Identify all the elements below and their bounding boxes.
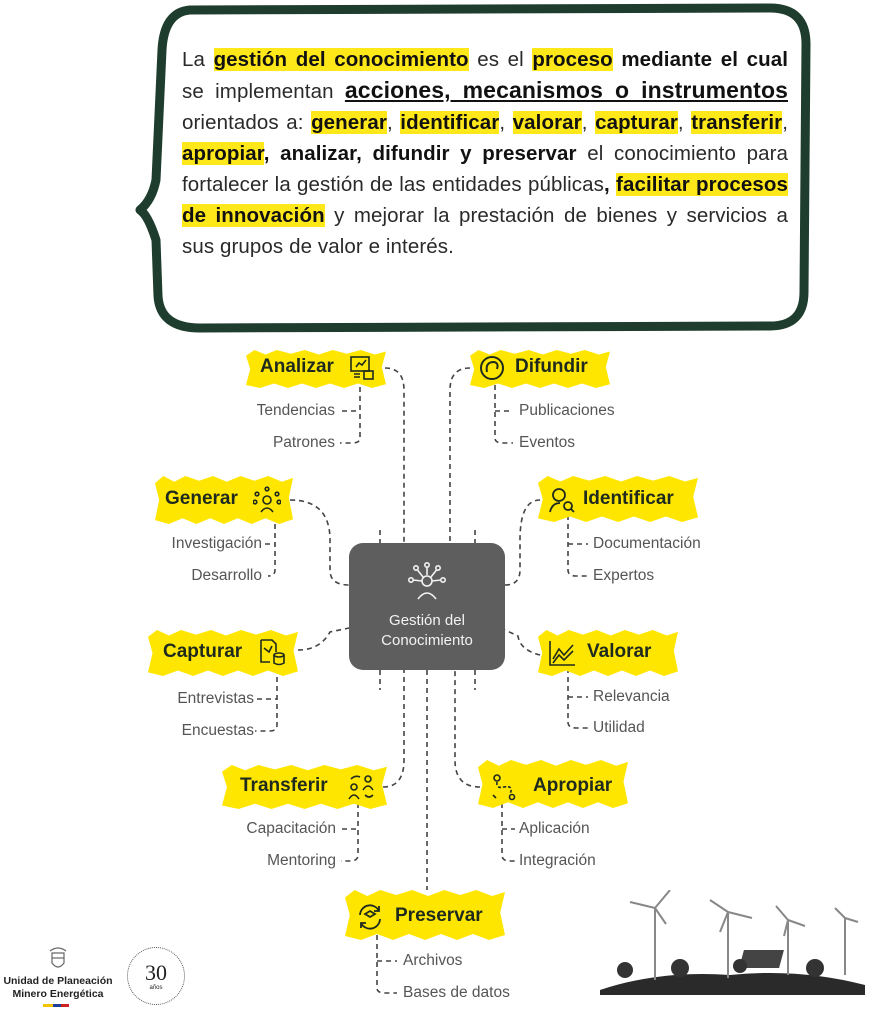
child-item: Encuestas: [181, 722, 254, 739]
highlighted-term: generar: [311, 111, 387, 134]
node-label: Capturar: [163, 641, 243, 662]
paragraph-text: ,: [581, 111, 596, 134]
idea-network-icon: [253, 486, 281, 513]
child-item: Tendencias: [256, 402, 335, 419]
archive-refresh-icon: [359, 904, 381, 930]
node-label: Generar: [165, 488, 238, 509]
highlighted-term: capturar: [595, 111, 678, 134]
node-label: Apropiar: [533, 775, 613, 796]
highlighted-term: proceso: [532, 48, 613, 71]
highlighted-term: transferir: [691, 111, 783, 134]
node-label: Preservar: [395, 905, 483, 926]
paragraph-text: es el: [468, 48, 533, 71]
anniversary-word: años: [149, 985, 163, 991]
people-exchange-icon: [348, 775, 374, 800]
person-network-icon: [407, 561, 446, 600]
child-item: Patrones: [272, 434, 335, 451]
highlight-brush: [155, 476, 293, 524]
paragraph-text: La: [182, 48, 214, 71]
highlight-brush: [538, 476, 698, 522]
line-chart-icon: [549, 641, 575, 666]
colombia-coat-of-arms-logo: [49, 947, 67, 968]
paragraph-text: se implementan: [182, 80, 345, 103]
highlighted-term: valorar: [512, 111, 582, 134]
child-item: Eventos: [519, 434, 576, 451]
child-item: Capacitación: [246, 820, 336, 837]
highlighted-term: gestión del conocimiento: [213, 48, 469, 71]
flag-blue: [53, 1004, 61, 1007]
child-item: Investigación: [171, 535, 262, 552]
paragraph-text: el conocimiento para fortalecer la gesti…: [182, 142, 788, 196]
child-item: Entrevistas: [177, 690, 254, 707]
broadcast-icon: [480, 356, 504, 380]
paragraph-text: ,: [677, 111, 692, 134]
child-item: Documentación: [593, 535, 701, 552]
highlight-brush: [478, 760, 628, 808]
user-search-icon: [549, 488, 575, 513]
flag-red: [61, 1004, 69, 1007]
paragraph-text: orientados a:: [182, 111, 312, 134]
highlight-brush: [222, 765, 387, 809]
child-item: Archivos: [403, 952, 463, 969]
wind-solar-landscape-illustration: [600, 890, 865, 995]
center-label: Gestión del Conocimiento: [381, 612, 473, 649]
node-label: Analizar: [260, 356, 334, 377]
highlighted-term: identificar: [400, 111, 500, 134]
paragraph-text: mediante el cual: [612, 48, 788, 71]
center-node: Gestión del Conocimiento: [349, 543, 505, 670]
paragraph-text: ,: [386, 111, 401, 134]
speech-bubble: [135, 3, 811, 333]
child-item: Publicaciones: [519, 402, 615, 419]
node-label: Identificar: [583, 488, 674, 509]
definition-paragraph: La gestión del conocimiento es el proces…: [182, 44, 788, 262]
paragraph-text: y mejorar la prestación de bienes y serv…: [182, 204, 788, 258]
child-item: Expertos: [593, 567, 655, 584]
anniversary-seal: 30 años: [127, 947, 185, 1005]
node-label: Difundir: [515, 356, 588, 377]
document-database-icon: [260, 639, 285, 666]
child-item: Utilidad: [593, 719, 645, 736]
highlight-brush: [148, 630, 298, 676]
paragraph-text: ,: [782, 111, 789, 134]
child-item: Desarrollo: [191, 567, 262, 584]
path-icon: [492, 774, 516, 801]
child-item: Integración: [519, 852, 596, 869]
child-item: Relevancia: [593, 688, 670, 705]
child-item: Bases de datos: [403, 984, 510, 1001]
node-label: Transferir: [240, 775, 328, 796]
paragraph-text: ,: [604, 173, 617, 196]
child-item: Mentoring: [267, 852, 336, 869]
underlined-term: acciones, mecanismos o instrumentos: [344, 77, 788, 103]
node-label: Valorar: [587, 641, 652, 662]
child-item: Aplicación: [519, 820, 590, 837]
flag-yellow: [43, 1004, 53, 1007]
org-name: Unidad de Planeación Minero Energética: [3, 975, 113, 1000]
paragraph-text: ,: [499, 111, 513, 134]
paragraph-text: , analizar, difundir y preservar: [263, 142, 577, 165]
anniversary-number: 30: [145, 960, 167, 985]
analysis-board-icon: [350, 356, 374, 380]
highlighted-term: apropiar: [182, 142, 264, 165]
